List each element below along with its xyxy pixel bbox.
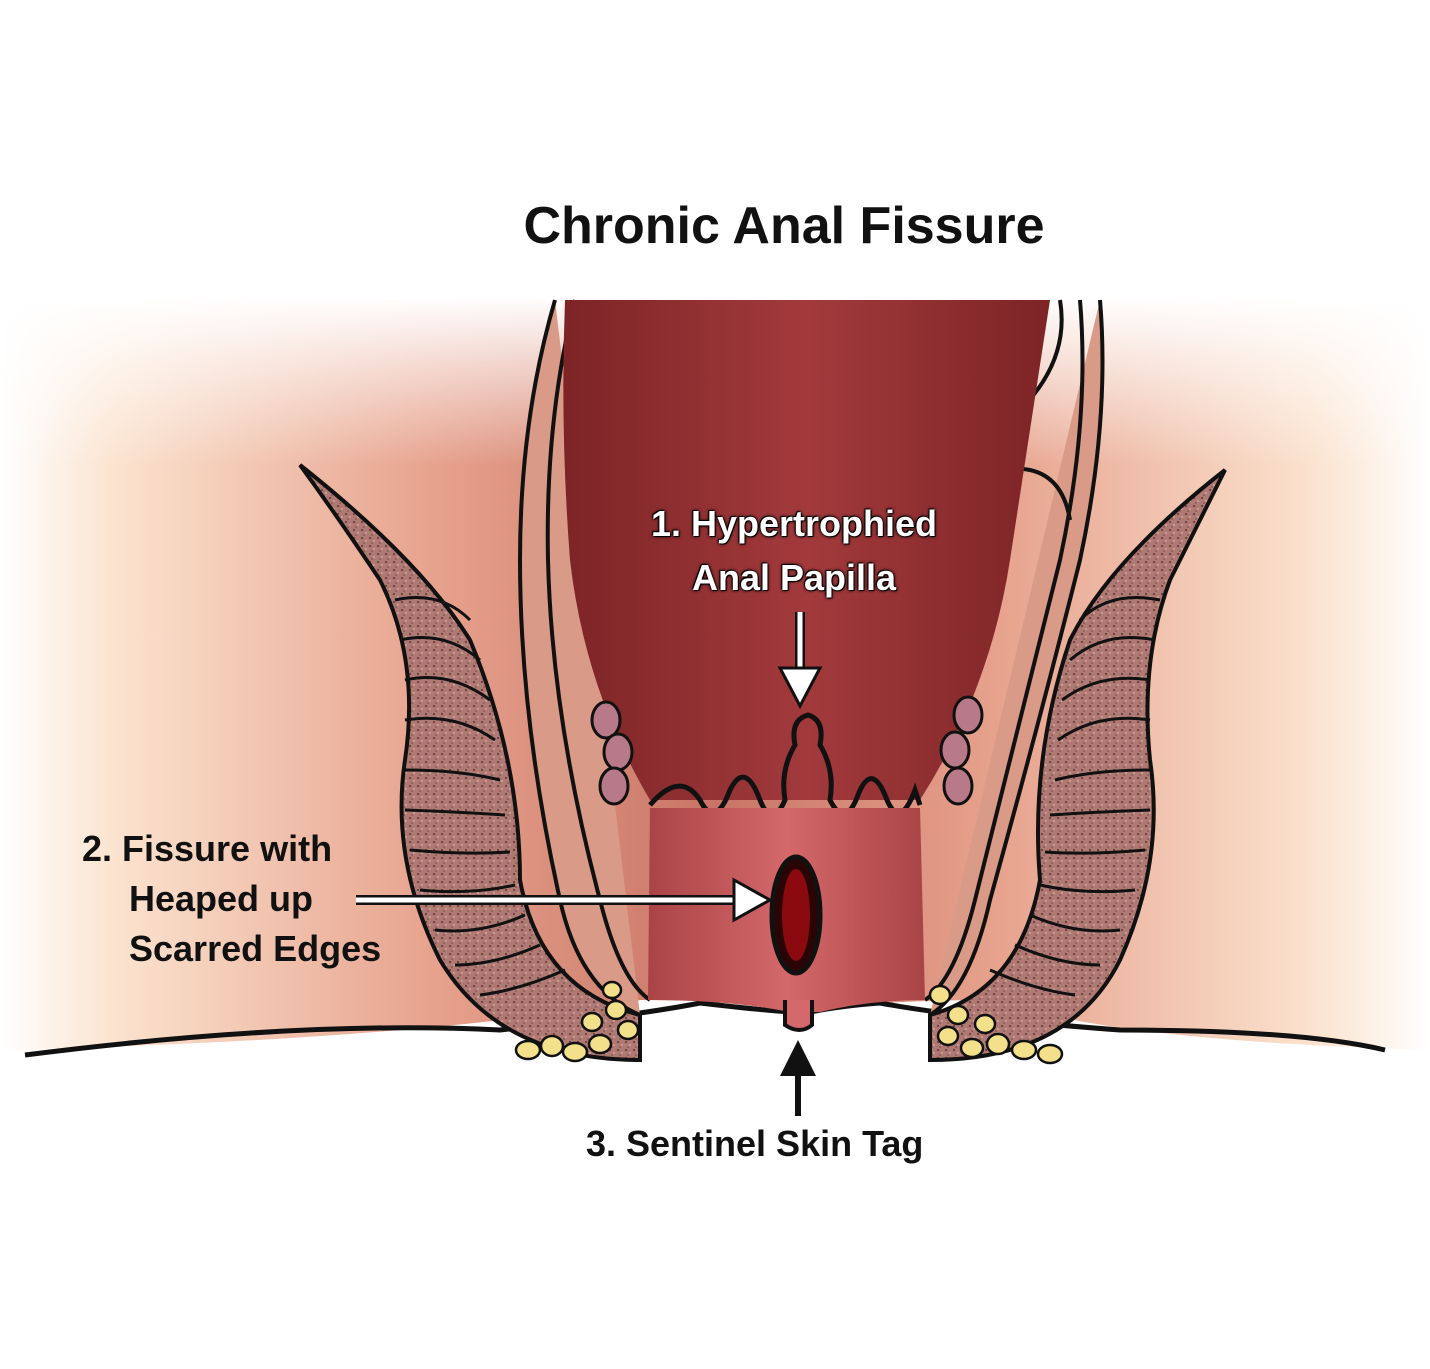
label-papilla-line-2: Anal Papilla [691, 557, 897, 598]
label-fissure-line-1: 2. Fissure with [82, 828, 333, 869]
dentate-line [648, 712, 923, 818]
diagram-title: Chronic Anal Fissure [523, 197, 1045, 255]
papilla-arrow [777, 612, 823, 710]
perianal-fat [514, 980, 1064, 1065]
label-fissure-line-2: Heaped up [129, 878, 314, 919]
label-fissure-line-3: Scarred Edges [129, 928, 382, 969]
label-papilla-line-1: 1. Hypertrophied [650, 503, 938, 544]
label-papilla: 1. Hypertrophied Anal Papilla [560, 497, 1028, 605]
right-external-sphincter [928, 468, 1227, 1063]
label-skin-tag: 3. Sentinel Skin Tag [586, 1123, 924, 1164]
rectal-lumen [563, 300, 1050, 800]
rectal-wall [517, 299, 1105, 1017]
skin-tag-arrow [780, 1040, 816, 1116]
label-fissure: 2. Fissure with Heaped up Scarred Edges [82, 824, 381, 974]
fissure-lesion [769, 854, 823, 976]
fissure-arrow [356, 877, 774, 923]
sentinel-skin-tag [783, 1000, 814, 1032]
hemorrhoidal-plexus [590, 695, 984, 806]
